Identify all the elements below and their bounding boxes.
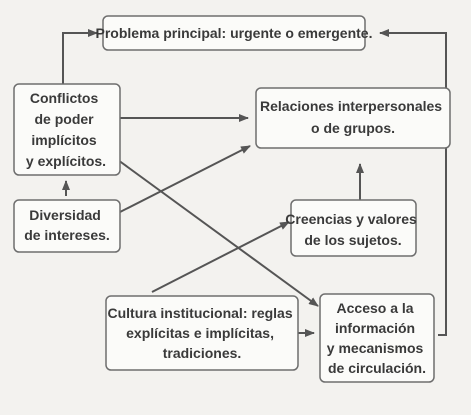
node-creencias — [290, 199, 417, 257]
node-problema — [102, 15, 366, 51]
label-conflictos-line: y explícitos. — [26, 153, 106, 169]
label-relaciones-line: o de grupos. — [311, 120, 395, 136]
label-conflictos-line: implícitos — [31, 132, 97, 148]
label-conflictos-line: de poder — [34, 111, 94, 127]
label-cultura-line: tradiciones. — [163, 345, 242, 361]
node-relaciones — [255, 87, 451, 149]
label-cultura: Cultura institucional: reglas explícitas… — [107, 305, 296, 361]
label-acceso-line: y mecanismos — [327, 340, 424, 356]
label-acceso-line: de circulación. — [328, 360, 426, 376]
arrow-conflictos-to-acceso — [117, 159, 319, 307]
label-acceso: Acceso a la información y mecanismos de … — [327, 300, 427, 376]
label-diversidad: Diversidad de intereses. — [24, 207, 110, 243]
label-acceso-line: Acceso a la — [337, 300, 414, 316]
label-diversidad-line: de intereses. — [24, 227, 110, 243]
label-relaciones: Relaciones interpersonales o de grupos. — [260, 98, 446, 136]
arrow-diversidad-to-relaciones — [119, 145, 251, 213]
arrow-conflictos-to-problema — [62, 29, 98, 84]
label-creencias-line: de los sujetos. — [304, 232, 401, 248]
node-cultura — [105, 295, 299, 371]
label-relaciones-line: Relaciones interpersonales — [260, 98, 442, 114]
label-problema: Problema principal: urgente o emergente. — [96, 25, 373, 41]
label-cultura-line: explícitas e implícitas, — [126, 325, 274, 341]
label-creencias: Creencias y valores de los sujetos. — [285, 211, 420, 248]
label-creencias-line: Creencias y valores — [285, 211, 417, 227]
arrow-acceso-to-problema — [379, 29, 447, 336]
label-problema-line: Problema principal: urgente o emergente. — [96, 25, 373, 41]
label-diversidad-line: Diversidad — [29, 207, 101, 223]
node-conflictos — [13, 83, 121, 176]
label-conflictos: Conflictos de poder implícitos y explíci… — [26, 90, 106, 169]
label-acceso-line: información — [335, 320, 415, 336]
connectors — [62, 29, 447, 337]
node-acceso — [319, 293, 435, 383]
node-diversidad — [13, 199, 121, 253]
arrow-cultura-to-creencias — [151, 221, 290, 293]
label-conflictos-line: Conflictos — [30, 90, 99, 106]
label-cultura-line: Cultura institucional: reglas — [107, 305, 292, 321]
